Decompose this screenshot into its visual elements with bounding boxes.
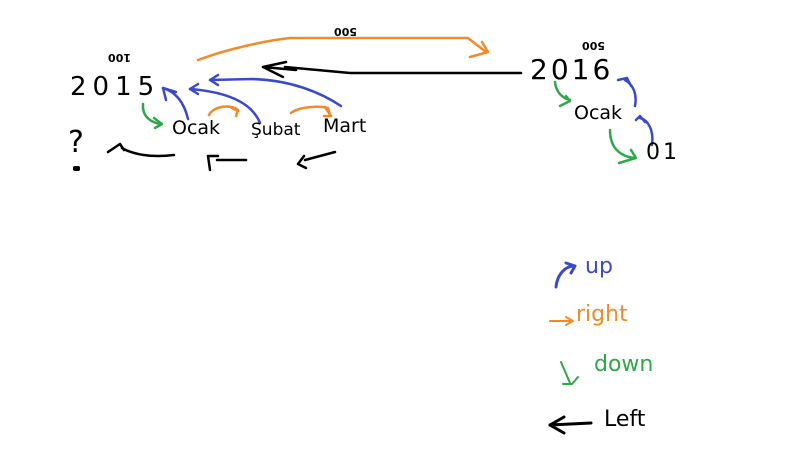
legend-down-icon bbox=[560, 361, 579, 385]
arrow-01-up-ocak2016-head bbox=[634, 114, 647, 124]
arrow-2015-down-ocak bbox=[141, 102, 162, 126]
arrow-ocak2016-down-01-head bbox=[617, 148, 638, 165]
node-ocak-2016: Ocak bbox=[574, 102, 623, 124]
arrow-2015-to-2016 bbox=[196, 36, 488, 62]
arrow-ocak2016-down-01 bbox=[608, 128, 636, 160]
legend-up-icon-head bbox=[564, 261, 577, 275]
count-2016: 500 bbox=[582, 39, 605, 52]
arrow-mart-up-2015-head bbox=[208, 73, 220, 87]
node-question: ? bbox=[68, 125, 84, 160]
arrow-ocak2016-up-2016-head bbox=[616, 76, 633, 88]
arrow-2015-to-2016-head bbox=[468, 40, 490, 59]
arrow-subat-up-2015-head bbox=[188, 82, 200, 96]
arrow-ocak-left-question-head bbox=[106, 142, 126, 154]
down-arrows bbox=[141, 80, 638, 165]
arrow-2016-left-head bbox=[261, 60, 298, 79]
arrow-subat-left-head bbox=[206, 154, 220, 172]
left-arrows bbox=[106, 60, 523, 172]
legend-left-label: Left bbox=[604, 407, 646, 432]
arrow-ocak2016-up-2016 bbox=[623, 78, 637, 108]
node-mart: Mart bbox=[323, 115, 367, 137]
arrow-2016-left bbox=[283, 65, 523, 75]
up-arrows bbox=[161, 73, 654, 147]
arrow-mart-up-2015 bbox=[208, 77, 343, 108]
arrow-ocak-up-2015-head bbox=[161, 86, 178, 102]
node-2016: 2016 bbox=[530, 53, 614, 86]
legend-icons bbox=[548, 261, 593, 435]
right-arrows bbox=[196, 36, 490, 118]
arrow-2016-down-ocak-head bbox=[558, 94, 572, 108]
legend-down-label: down bbox=[594, 352, 654, 377]
arrow-mart-left-head bbox=[296, 154, 308, 170]
legend-up-label: up bbox=[585, 254, 613, 279]
question-dot bbox=[73, 166, 80, 171]
arrow-subat-up-2015 bbox=[188, 87, 262, 125]
legend-up-icon bbox=[554, 264, 576, 289]
arrow-subat-to-mart bbox=[289, 105, 332, 117]
arrow-2015-down-ocak-head bbox=[152, 116, 164, 130]
node-subat: Şubat bbox=[251, 120, 301, 140]
count-2015: 100 bbox=[108, 51, 131, 64]
top-arrow-label: 500 bbox=[334, 25, 357, 38]
arrow-subat-to-mart-head bbox=[322, 105, 333, 118]
arrow-ocak-left-question bbox=[120, 146, 176, 158]
arrow-mart-left bbox=[303, 150, 337, 162]
arrow-ocak-to-subat-head bbox=[230, 106, 240, 113]
legend-right-label: right bbox=[576, 302, 628, 327]
legend-left-icon bbox=[548, 415, 593, 435]
node-ocak-2015: Ocak bbox=[172, 117, 221, 139]
node-2015: 2015 bbox=[70, 72, 161, 102]
node-01: 01 bbox=[646, 140, 680, 165]
legend-right-icon bbox=[549, 316, 574, 326]
